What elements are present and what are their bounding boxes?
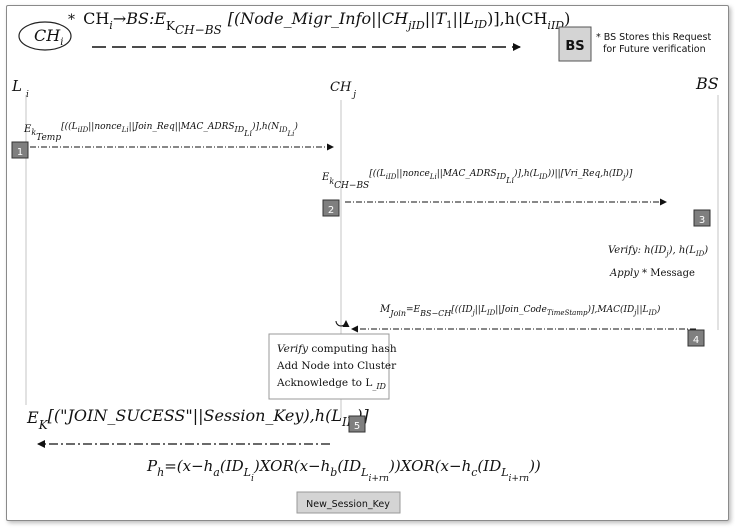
- message-4-label: MJoin=EBS−CH[((IDj||LID||Join_CodeTimeSt…: [379, 304, 661, 318]
- svg-text:1: 1: [17, 147, 23, 158]
- diagram-frame: [6, 5, 729, 521]
- svg-text:Acknowledge to L_ID: Acknowledge to L_ID: [276, 377, 386, 391]
- message-5-label: EK[("JOIN_SUCESS"||Session_Key),h(LID)]: [26, 406, 370, 432]
- step-1-badge: 1: [11, 141, 29, 159]
- step-2-badge: 2: [322, 199, 340, 217]
- ch-i-node: CHi: [18, 21, 72, 51]
- step-4-badge: 4: [687, 329, 705, 347]
- svg-text:CHi: CHi: [34, 26, 63, 48]
- header-message: * CHi→BS:EKCH−BS[(Node_Migr_Info||CHjID|…: [68, 9, 570, 37]
- svg-text:Add Node into Cluster: Add Node into Cluster: [276, 360, 397, 372]
- svg-text:4: 4: [693, 335, 699, 346]
- step-5-badge: 5: [348, 415, 366, 433]
- bs-note-line1: * BS Stores this Request: [596, 32, 711, 43]
- lifeline-label-bs: BS: [695, 74, 719, 93]
- step-3-badge: 3: [693, 209, 711, 227]
- svg-text:New_Session_Key: New_Session_Key: [306, 499, 390, 510]
- svg-text:2: 2: [328, 205, 334, 216]
- svg-text:5: 5: [354, 421, 360, 432]
- message-2-label: EkCH−BS[((LiID||nonceLi||MAC_ADRSIDLi)],…: [321, 168, 633, 191]
- bs-note-line2: for Future verification: [603, 44, 706, 55]
- bs-box-label: BS: [565, 39, 584, 54]
- bs-apply-text: Apply * Message: [609, 268, 695, 279]
- svg-text:3: 3: [699, 215, 705, 226]
- bs-header-box: BS: [558, 26, 592, 62]
- polynomial-formula: Ph=(x−ha(IDLi)XOR(x−hb(IDLi+rn))XOR(x−hc…: [146, 457, 541, 484]
- svg-text:Verify computing hash: Verify computing hash: [277, 343, 397, 355]
- self-loop-arrow: [335, 320, 350, 328]
- message-1-label: EkTemp[((LiID||nonceLi||Join_Req||MAC_AD…: [23, 121, 298, 143]
- ch-i-subscript: i: [60, 37, 63, 48]
- verify-action-box: Verify computing hash Add Node into Clus…: [268, 333, 397, 400]
- bs-verify-text: Verify: h(IDj), h(LID): [608, 245, 708, 258]
- new-session-key-box: New_Session_Key: [296, 491, 401, 514]
- ch-i-label: CH: [34, 26, 61, 45]
